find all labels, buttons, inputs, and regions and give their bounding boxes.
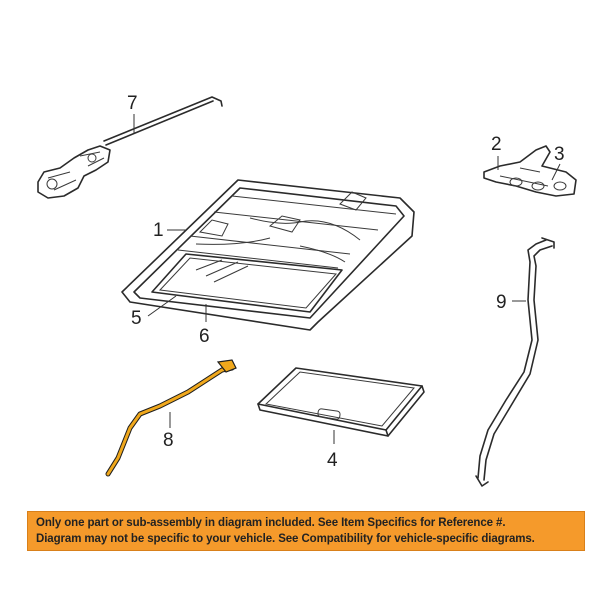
callout-4: 4 [327, 450, 338, 471]
part-8-highlighted-hose [105, 359, 237, 477]
part-7-motor-cable [37, 96, 223, 199]
callout-1: 1 [153, 220, 164, 241]
disclaimer-banner: Only one part or sub-assembly in diagram… [27, 511, 585, 551]
disclaimer-line-1: Only one part or sub-assembly in diagram… [36, 517, 506, 529]
disclaimer-line-2: Diagram may not be specific to your vehi… [36, 533, 535, 545]
callout-5: 5 [131, 308, 142, 329]
leader-5 [147, 295, 177, 317]
part-2-3-bracket [483, 145, 577, 197]
callout-7: 7 [127, 93, 138, 114]
callout-3: 3 [554, 144, 565, 165]
callout-2: 2 [491, 134, 502, 155]
part-4-sunshade [257, 367, 425, 437]
callout-8: 8 [163, 430, 174, 451]
callout-6: 6 [199, 326, 210, 347]
callout-9: 9 [496, 292, 507, 313]
leader-3 [551, 163, 561, 181]
part-1-sunroof-frame [121, 179, 415, 331]
part-9-drain-hose [475, 237, 555, 487]
